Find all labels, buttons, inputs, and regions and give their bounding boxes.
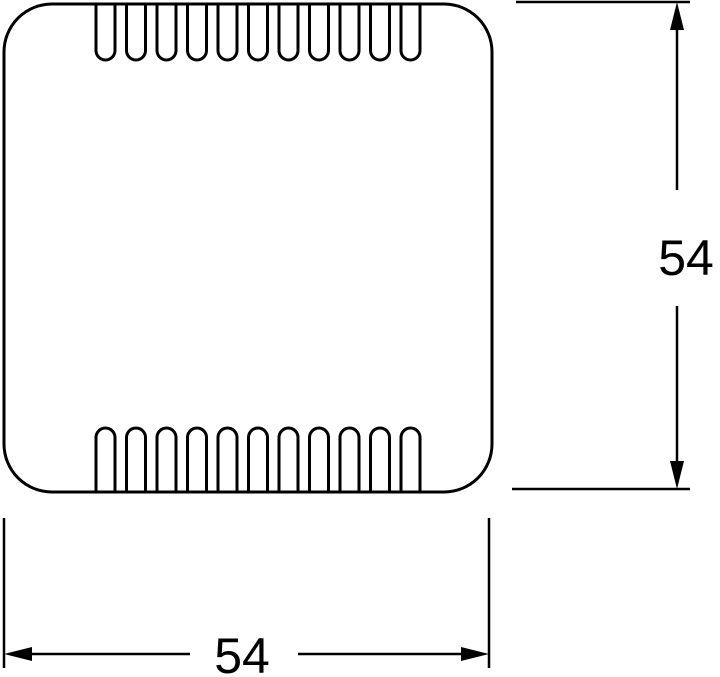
width-arrow-left — [4, 647, 32, 661]
width-arrow-right — [461, 647, 489, 661]
height-arrow-bottom — [670, 461, 684, 489]
height-dimension — [512, 0, 690, 491]
vent-slot-top — [308, 2, 330, 62]
vent-slot-bottom — [155, 426, 178, 494]
vent-slot-top — [338, 2, 361, 62]
vent-slot-bottom — [216, 426, 239, 494]
vent-slot-top — [125, 2, 147, 62]
vent-slot-bottom — [247, 426, 269, 494]
vent-slot-top — [277, 2, 300, 62]
vent-slot-bottom — [369, 426, 391, 494]
vent-slots-bottom — [94, 426, 422, 494]
width-dimension-label: 54 — [214, 628, 270, 677]
width-dimension — [2, 518, 491, 668]
vent-slot-bottom — [277, 426, 300, 494]
vent-slots-top — [94, 2, 422, 62]
vent-slot-bottom — [94, 426, 117, 494]
vent-slot-top — [369, 2, 391, 62]
vent-slot-top — [216, 2, 239, 62]
vent-slot-top — [399, 2, 422, 62]
device-outline — [2, 2, 494, 494]
vent-slot-bottom — [399, 426, 422, 494]
vent-slot-top — [186, 2, 208, 62]
vent-slot-bottom — [125, 426, 147, 494]
height-arrow-top — [670, 2, 684, 30]
vent-slot-top — [94, 2, 117, 62]
vent-slot-bottom — [308, 426, 330, 494]
vent-slot-bottom — [186, 426, 208, 494]
vent-slot-top — [247, 2, 269, 62]
height-dimension-label: 54 — [658, 230, 714, 286]
vent-slot-bottom — [338, 426, 361, 494]
vent-slot-top — [155, 2, 178, 62]
